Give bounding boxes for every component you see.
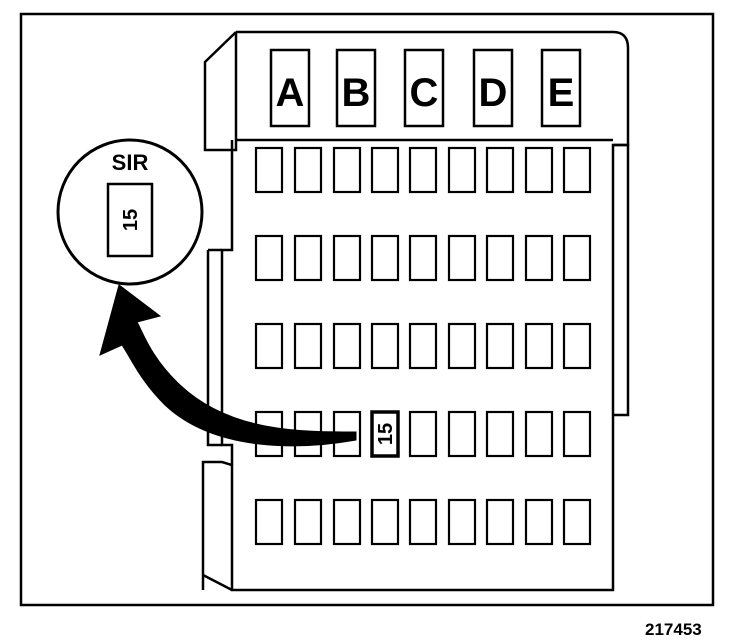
fuse-slot (562, 498, 592, 546)
fuse-slot (370, 322, 400, 370)
fuse-slot-sir-15 (370, 410, 400, 458)
fuse-slot (293, 498, 323, 546)
fuse-slot-number: 15 (375, 423, 397, 445)
fuse-slot (293, 322, 323, 370)
column-label-d: D (479, 71, 508, 115)
fuse-slot (562, 146, 592, 194)
callout-fuse-number: 15 (120, 209, 142, 231)
fuse-slot (447, 322, 477, 370)
fuse-slot (293, 146, 323, 194)
fuse-slot (408, 410, 438, 458)
sir-callout: SIR 15 (56, 138, 204, 286)
column-box-b (335, 48, 377, 128)
callout-fuse (106, 182, 154, 258)
figure-number: 217453 (645, 620, 702, 639)
fuse-slot-grid: 15 (254, 146, 592, 546)
fuse-slot (408, 322, 438, 370)
column-label-e: E (548, 71, 575, 115)
fuse-slot (332, 322, 362, 370)
column-label-a: A (276, 71, 305, 115)
fuse-slot (524, 498, 554, 546)
fuse-slot (562, 234, 592, 282)
fuse-slot (524, 410, 554, 458)
fuse-slot (447, 410, 477, 458)
fuse-slot (332, 498, 362, 546)
column-box-c (403, 48, 445, 128)
fuse-slot (254, 146, 284, 194)
fuse-slot (562, 410, 592, 458)
fuse-slot (524, 234, 554, 282)
fuse-slot (254, 234, 284, 282)
column-label-c: C (410, 71, 439, 115)
fuse-slot (485, 410, 515, 458)
fuse-slot (485, 146, 515, 194)
fuse-slot (447, 498, 477, 546)
column-box-e (540, 48, 582, 128)
fuse-slot (370, 146, 400, 194)
fuse-slot (408, 146, 438, 194)
fuse-slot (447, 234, 477, 282)
fuse-slot (485, 234, 515, 282)
fuse-slot (485, 498, 515, 546)
fuse-slot (332, 146, 362, 194)
fuse-slot (370, 498, 400, 546)
fuse-slot (254, 498, 284, 546)
figure-frame (19, 12, 715, 607)
callout-title: SIR (112, 150, 149, 175)
fuse-slot (293, 234, 323, 282)
fuse-block-housing (201, 30, 630, 592)
fuse-slot (562, 322, 592, 370)
fuse-slot (524, 146, 554, 194)
fuse-slot (332, 234, 362, 282)
fuse-slot (485, 322, 515, 370)
fuse-slot (524, 322, 554, 370)
fuse-slot (408, 498, 438, 546)
pointer-arrow (99, 284, 357, 447)
fuse-slot (408, 234, 438, 282)
fuse-slot (447, 146, 477, 194)
column-box-a (269, 48, 311, 128)
fuse-slot (254, 322, 284, 370)
column-label-boxes: A B C D E (269, 48, 582, 128)
column-box-d (472, 48, 514, 128)
fuse-slot (370, 234, 400, 282)
column-label-b: B (342, 71, 371, 115)
